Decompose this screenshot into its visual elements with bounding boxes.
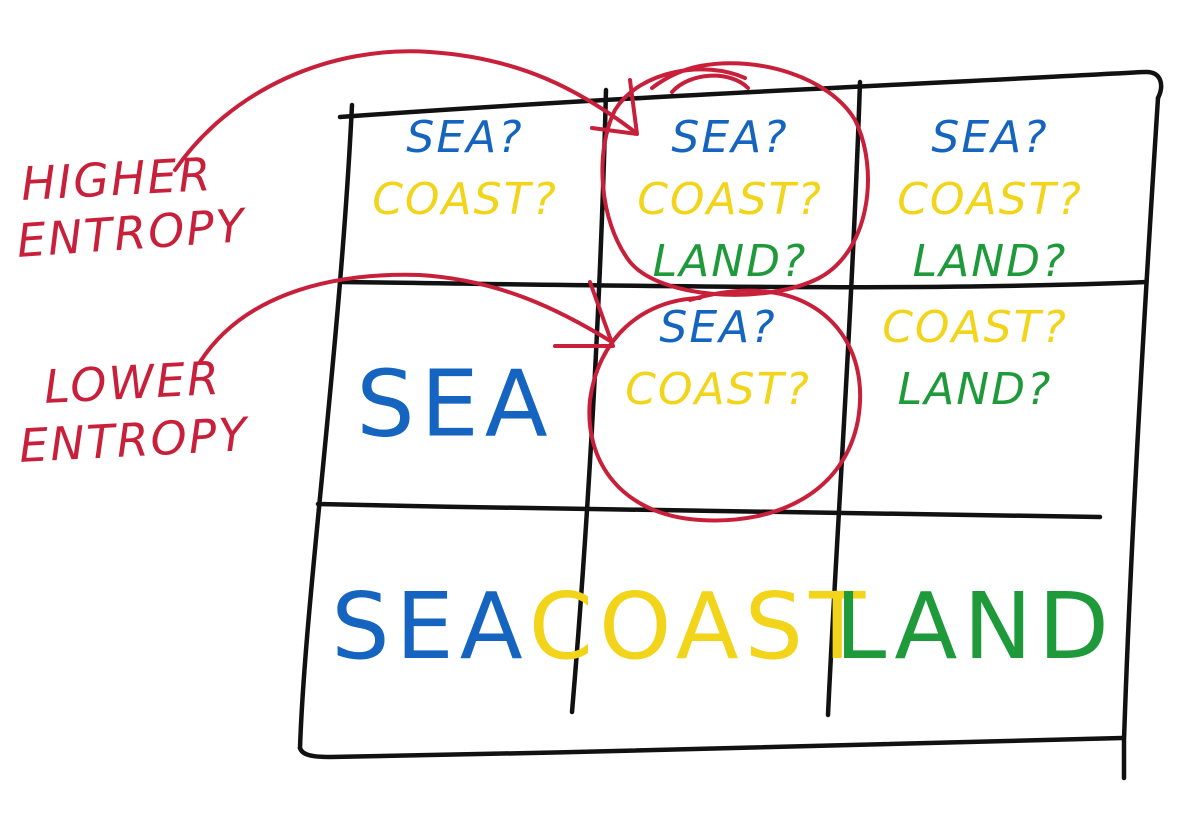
grid-col-divider-2: [825, 79, 863, 718]
higher-entropy-arrowhead: [590, 78, 639, 136]
grid-cell-r2-c2: SEA? COAST?: [625, 302, 811, 415]
grid-cell-r3-c3: LAND: [835, 573, 1115, 680]
grid-cell-r2-c3: COAST? LAND?: [882, 302, 1068, 415]
cell-state-land: LAND?: [913, 236, 1068, 287]
grid-left-border: [297, 102, 355, 751]
cell-state-coast: COAST?: [897, 174, 1083, 225]
cell-state-coast: COAST?: [372, 174, 558, 225]
cell-state-coast: COAST?: [625, 364, 811, 415]
cell-state-sea: SEA?: [659, 302, 776, 353]
lower-entropy-line-1: LOWER: [43, 351, 223, 414]
cell-state-coast: COAST?: [882, 302, 1068, 353]
lower-entropy-arrow: [198, 272, 614, 364]
cell-state-sea: SEA?: [406, 112, 523, 163]
grid-row-divider-1: [339, 279, 1149, 290]
lower-entropy-line-2: ENTROPY: [18, 407, 252, 473]
cell-state-land: LAND?: [898, 364, 1053, 415]
grid-cell-r2-c1: SEA: [356, 351, 553, 458]
cell-state-sea: SEA: [331, 573, 528, 680]
high-entropy-circle-curl: [670, 73, 750, 94]
cell-state-sea: SEA: [356, 351, 553, 458]
high-entropy-circle: [600, 61, 870, 297]
grid-top-border: [337, 69, 1164, 120]
grid-cell-r1-c1: SEA? COAST?: [372, 112, 558, 225]
annotations: HIGHER ENTROPY LOWER ENTROPY: [15, 147, 252, 473]
grid-bottom-border: [297, 735, 1125, 760]
low-entropy-circle: [587, 288, 863, 523]
cell-state-coast: COAST: [529, 573, 872, 680]
cell-state-land: LAND?: [653, 236, 808, 287]
annotation-arrows: [173, 49, 639, 364]
cell-state-land: LAND: [835, 573, 1115, 680]
higher-entropy-line-1: HIGHER: [20, 147, 214, 211]
cell-state-sea: SEA?: [671, 112, 788, 163]
cell-state-sea: SEA?: [931, 112, 1048, 163]
cell-state-coast: COAST?: [637, 174, 823, 225]
grid-cell-r1-c2: SEA? COAST? LAND?: [637, 112, 823, 287]
grid-cells: SEA? COAST? SEA? COAST? LAND? SEA? COAST? LAND?…: [331, 112, 1115, 680]
grid-cell-r3-c1: SEA: [331, 573, 528, 680]
higher-entropy-arrow: [173, 49, 637, 172]
grid-cell-r3-c2: COAST: [529, 573, 872, 680]
highlight-circles: [587, 61, 870, 523]
grid-cell-r1-c3: SEA? COAST? LAND?: [897, 112, 1083, 287]
grid-right-border: [1121, 95, 1161, 781]
grid-row-divider-2: [315, 501, 1103, 520]
lower-entropy-arrowhead: [553, 280, 615, 348]
